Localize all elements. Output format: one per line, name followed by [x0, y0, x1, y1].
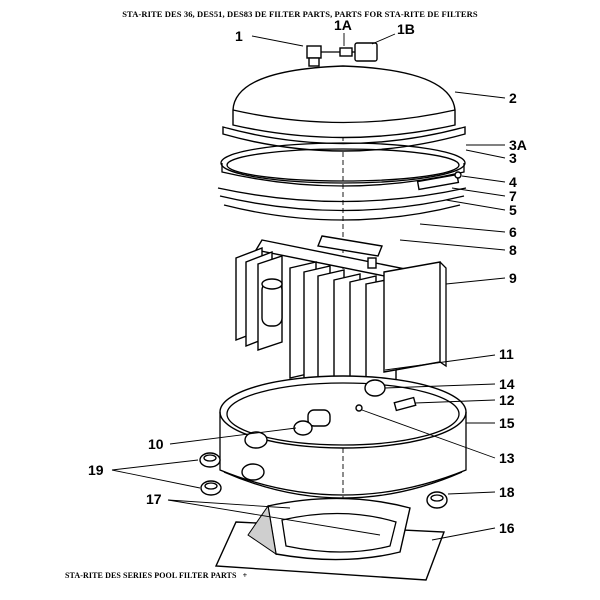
- valve-stem: [308, 57, 320, 67]
- callout-8: 8: [509, 242, 517, 258]
- tank-base-stand: [214, 497, 445, 581]
- callout-1a: 1A: [334, 17, 352, 33]
- diagram-title: STA-RITE DES 36, DES51, DES83 DE FILTER …: [122, 9, 478, 19]
- callout-14: 14: [499, 376, 515, 392]
- callout-18: 18: [499, 484, 515, 500]
- clamp-nut: [454, 171, 462, 179]
- callout-17: 17: [146, 491, 162, 507]
- outlet-fitting: [364, 379, 386, 397]
- callout-15: 15: [499, 415, 515, 431]
- callout-13: 13: [499, 450, 515, 466]
- callout-3: 3: [509, 150, 517, 166]
- callout-1b: 1B: [397, 21, 415, 37]
- valve-fitting-1a: [339, 47, 353, 57]
- callout-2: 2: [509, 90, 517, 106]
- caption-symbol: +: [242, 571, 248, 580]
- callout-1: 1: [235, 28, 243, 44]
- caption-text: STA-RITE DES SERIES POOL FILTER PARTS: [65, 571, 237, 580]
- plug-part-18: [426, 491, 448, 509]
- callout-9: 9: [509, 270, 517, 286]
- clamp-hardware: [217, 171, 467, 221]
- port-fitting-lower: [241, 463, 265, 481]
- bracket-part: [393, 396, 417, 412]
- callout-12: 12: [499, 392, 515, 408]
- lid-dome: [232, 65, 456, 139]
- filter-grids: [235, 246, 447, 395]
- callout-4: 4: [509, 174, 517, 190]
- valve-fitting-1b: [354, 42, 378, 62]
- callout-10: 10: [148, 436, 164, 452]
- callout-16: 16: [499, 520, 515, 536]
- callout-5: 5: [509, 202, 517, 218]
- callout-7: 7: [509, 188, 517, 204]
- tank-lid: [222, 65, 466, 152]
- tank-internal-fittings: [241, 379, 417, 481]
- callout-6: 6: [509, 224, 517, 240]
- drain-plugs: [199, 452, 222, 496]
- port-fitting-upper: [244, 431, 268, 449]
- base-ring: [267, 497, 411, 561]
- leader-lines: [111, 33, 506, 541]
- manifold-pin: [367, 257, 377, 269]
- elbow-fitting: [307, 409, 331, 427]
- valve-body: [306, 45, 322, 59]
- callout-11: 11: [499, 346, 514, 362]
- diagram-caption: STA-RITE DES SERIES POOL FILTER PARTS +: [65, 571, 247, 580]
- callout-19: 19: [88, 462, 104, 478]
- callout-3a: 3A: [509, 137, 527, 153]
